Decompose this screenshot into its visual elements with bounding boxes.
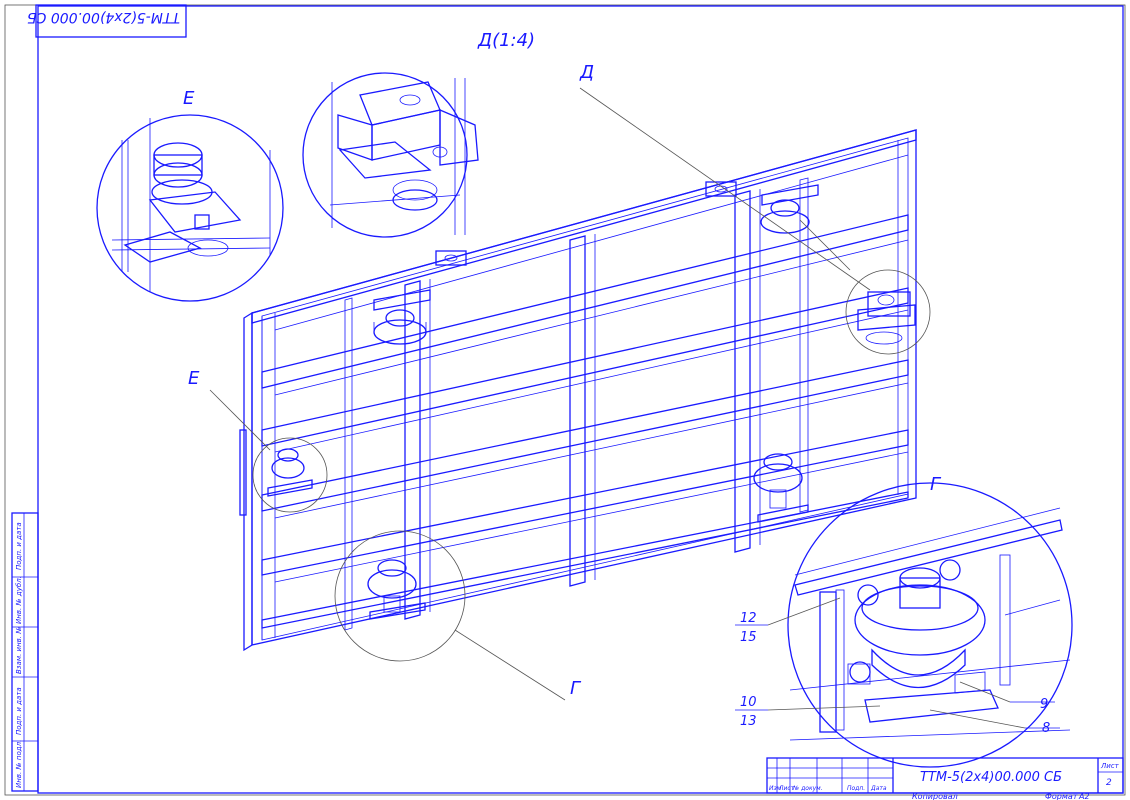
side-field-3: Взам. инв. № bbox=[15, 626, 23, 674]
col-date: Дата bbox=[870, 785, 887, 792]
pos-8: 8 bbox=[1042, 721, 1050, 736]
mirrored-drawing-code: ТТМ-5(2х4)00.000 СБ bbox=[27, 9, 180, 25]
pos-12: 12 bbox=[740, 611, 757, 626]
title-block: Изм Лист № докум. Подп. Дата ТТМ-5(2х4)0… bbox=[766, 757, 1124, 794]
view-label-g-top: Г bbox=[930, 474, 942, 495]
sheet-label: Лист bbox=[1100, 762, 1120, 770]
side-field-4: Инв. № дубл. bbox=[15, 576, 23, 624]
callout-label-g: Г bbox=[570, 678, 582, 699]
support-block-4 bbox=[367, 559, 426, 620]
side-field-2: Подп. и дата bbox=[15, 687, 23, 735]
support-block-2 bbox=[760, 184, 819, 234]
support-block-6 bbox=[857, 291, 916, 345]
copied-label: Копировал bbox=[912, 792, 958, 800]
callout-circles bbox=[252, 269, 931, 662]
side-field-5: Подп. и дата bbox=[15, 522, 23, 570]
support-block-5 bbox=[267, 448, 313, 497]
drawing-code: ТТМ-5(2х4)00.000 СБ bbox=[920, 770, 1062, 785]
view-label-d-top: Д(1:4) bbox=[477, 30, 535, 51]
col-doc: № докум. bbox=[792, 785, 823, 792]
detail-g-view bbox=[787, 482, 1073, 768]
main-frame-assembly bbox=[239, 129, 917, 652]
support-block-1 bbox=[373, 289, 431, 345]
detail-d-view bbox=[302, 72, 479, 238]
mirrored-code-stamp: ТТМ-5(2х4)00.000 СБ bbox=[27, 9, 180, 25]
col-list: Лист bbox=[778, 785, 795, 792]
callout-label-e: Е bbox=[188, 368, 200, 389]
support-block-3 bbox=[753, 453, 809, 523]
pos-9: 9 bbox=[1040, 697, 1048, 712]
side-stamp: Инв. № подл. Подп. и дата Взам. инв. № И… bbox=[11, 512, 39, 792]
format-value: А2 bbox=[1078, 792, 1090, 800]
sheet-number: 2 bbox=[1106, 778, 1112, 788]
sheet-frame bbox=[4, 4, 1126, 796]
pos-13: 13 bbox=[740, 714, 757, 729]
leader-lines bbox=[209, 87, 871, 701]
callout-label-d: Д bbox=[579, 62, 594, 83]
view-label-e-top: Е bbox=[183, 88, 195, 109]
col-sign: Подп. bbox=[847, 785, 865, 792]
pos-15: 15 bbox=[740, 630, 757, 645]
detail-e-view bbox=[96, 114, 284, 302]
position-leaders bbox=[735, 597, 1060, 729]
side-field-1: Инв. № подл. bbox=[15, 740, 23, 788]
col-izm: Изм bbox=[769, 785, 782, 792]
pos-10: 10 bbox=[740, 695, 757, 710]
format-label: Формат bbox=[1045, 792, 1078, 800]
